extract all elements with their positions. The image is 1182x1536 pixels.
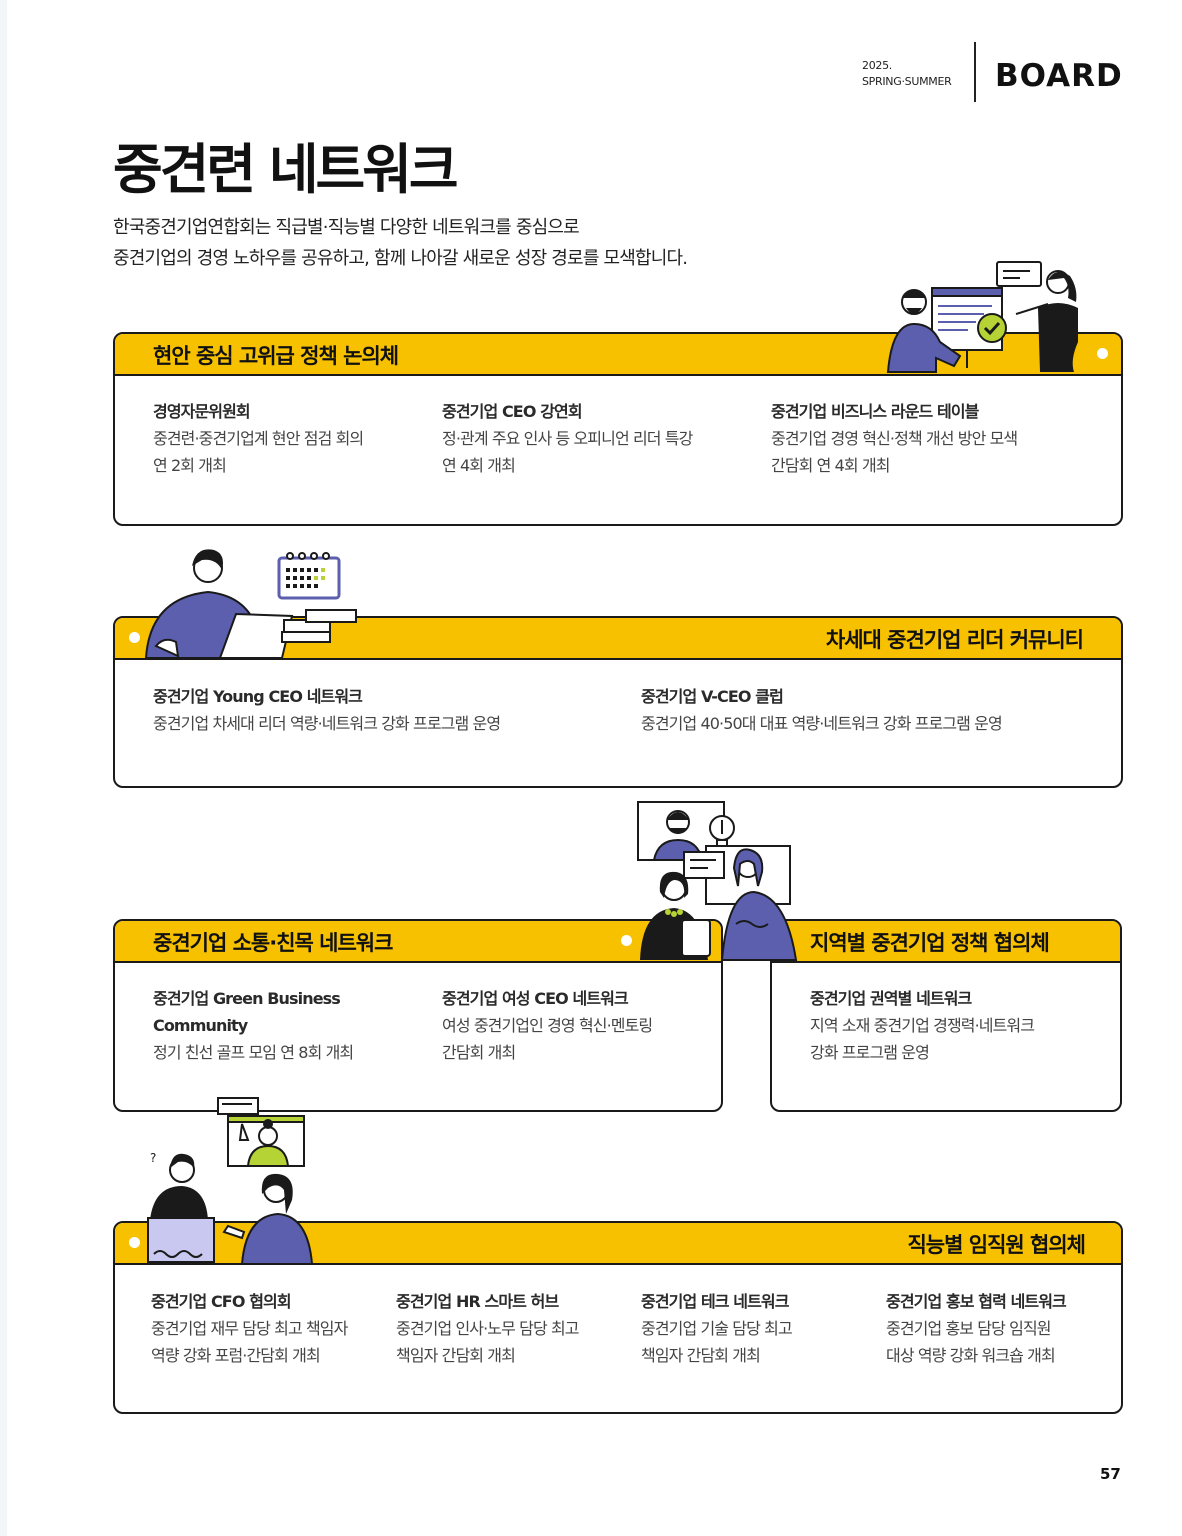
section-header-bar bbox=[115, 921, 721, 963]
intro-line: 중견기업의 경영 노하우를 공유하고, 함께 나아갈 새로운 성장 경로를 모색… bbox=[113, 248, 688, 269]
item-title: 중견기업 CFO 협의회 bbox=[151, 1292, 292, 1311]
item-desc: 중견기업 기술 담당 최고 bbox=[641, 1319, 793, 1338]
item-title: 중견기업 테크 네트워크 bbox=[641, 1292, 789, 1311]
item-desc: 대상 역량 강화 워크숍 개최 bbox=[886, 1346, 1056, 1365]
intro-line: 한국중견기업연합회는 직급별·직능별 다양한 네트워크를 중심으로 bbox=[113, 217, 580, 238]
network-item: 중견기업 CFO 협의회 중견기업 재무 담당 최고 책임자 역량 강화 포럼·… bbox=[151, 1288, 348, 1369]
network-item: 중견기업 Green Business Community 정기 친선 골프 모… bbox=[153, 985, 354, 1066]
item-desc: 여성 중견기업인 경영 혁신·멘토링 bbox=[442, 1016, 653, 1035]
network-item: 중견기업 Young CEO 네트워크 중견기업 차세대 리더 역량·네트워크 … bbox=[153, 683, 501, 737]
header-dot bbox=[129, 1237, 140, 1248]
network-item: 중견기업 HR 스마트 허브 중견기업 인사·노무 담당 최고 책임자 간담회 … bbox=[396, 1288, 579, 1369]
presentation-illustration bbox=[886, 261, 1078, 373]
item-title: 중견기업 Young CEO 네트워크 bbox=[153, 687, 363, 706]
item-title: Community bbox=[153, 1016, 248, 1035]
item-desc: 지역 소재 중견기업 경쟁력·네트워크 bbox=[810, 1016, 1035, 1035]
item-title: 중견기업 Green Business bbox=[153, 989, 341, 1008]
section-header-bar bbox=[772, 921, 1120, 963]
network-item: 중견기업 비즈니스 라운드 테이블 중견기업 경영 혁신·정책 개선 방안 모색… bbox=[771, 398, 1018, 479]
section-title: 차세대 중견기업 리더 커뮤니티 bbox=[825, 628, 1084, 652]
item-desc: 중견기업 인사·노무 담당 최고 bbox=[396, 1319, 579, 1338]
network-item: 중견기업 홍보 협력 네트워크 중견기업 홍보 담당 임직원 대상 역량 강화 … bbox=[886, 1288, 1067, 1369]
item-desc: 중견기업 재무 담당 최고 책임자 bbox=[151, 1319, 348, 1338]
network-item: 중견기업 V-CEO 클럽 중견기업 40·50대 대표 역량·네트워크 강화 … bbox=[641, 683, 1003, 737]
online-meeting-illustration bbox=[637, 801, 798, 961]
header-dot bbox=[129, 632, 140, 643]
section-title: 현안 중심 고위급 정책 논의체 bbox=[153, 344, 399, 368]
section-title: 직능별 임직원 협의체 bbox=[907, 1233, 1086, 1257]
network-item: 경영자문위원회 중견련·중견기업계 현안 점검 회의 연 2회 개최 bbox=[153, 398, 364, 479]
item-title: 중견기업 비즈니스 라운드 테이블 bbox=[771, 402, 979, 421]
item-title: 중견기업 여성 CEO 네트워크 bbox=[442, 989, 629, 1008]
item-title: 중견기업 V-CEO 클럽 bbox=[641, 687, 784, 706]
page-edge-strip bbox=[0, 0, 7, 1536]
network-item: 중견기업 권역별 네트워크 지역 소재 중견기업 경쟁력·네트워크 강화 프로그… bbox=[810, 985, 1035, 1066]
item-title: 중견기업 CEO 강연회 bbox=[442, 402, 583, 421]
section-card-regional: 지역별 중견기업 정책 협의체 중견기업 권역별 네트워크 지역 소재 중견기업… bbox=[770, 919, 1122, 1112]
item-desc: 정·관계 주요 인사 등 오피니언 리더 특강 bbox=[442, 429, 693, 448]
item-desc: 간담회 개최 bbox=[442, 1043, 516, 1062]
section-label: BOARD bbox=[995, 58, 1123, 94]
network-item: 중견기업 테크 네트워크 중견기업 기술 담당 최고 책임자 간담회 개최 bbox=[641, 1288, 793, 1369]
section-title: 중견기업 소통·친목 네트워크 bbox=[153, 931, 393, 955]
issue-season: SPRING·SUMMER bbox=[862, 75, 952, 88]
page-title: 중견련 네트워크 bbox=[113, 138, 459, 201]
section-card-social: 중견기업 소통·친목 네트워크 중견기업 Green Business Comm… bbox=[113, 919, 723, 1112]
item-desc: 간담회 연 4회 개최 bbox=[771, 456, 890, 475]
item-title: 경영자문위원회 bbox=[153, 402, 251, 421]
issue-year: 2025. bbox=[862, 59, 892, 72]
network-item: 중견기업 CEO 강연회 정·관계 주요 인사 등 오피니언 리더 특강 연 4… bbox=[442, 398, 693, 479]
item-desc: 중견기업 홍보 담당 임직원 bbox=[886, 1319, 1051, 1338]
laptop-calendar-illustration bbox=[144, 549, 357, 659]
page-number: 57 bbox=[1100, 1465, 1121, 1483]
intro-text: 한국중견기업연합회는 직급별·직능별 다양한 네트워크를 중심으로 중견기업의 … bbox=[113, 212, 688, 274]
item-desc: 책임자 간담회 개최 bbox=[641, 1346, 761, 1365]
issue-label: 2025. SPRING·SUMMER bbox=[862, 58, 952, 90]
item-title: 중견기업 HR 스마트 허브 bbox=[396, 1292, 559, 1311]
item-desc: 책임자 간담회 개최 bbox=[396, 1346, 516, 1365]
header-dot bbox=[1097, 348, 1108, 359]
section-title: 지역별 중견기업 정책 협의체 bbox=[810, 931, 1050, 955]
item-desc: 중견기업 40·50대 대표 역량·네트워크 강화 프로그램 운영 bbox=[641, 714, 1003, 733]
item-desc: 역량 강화 포럼·간담회 개최 bbox=[151, 1346, 321, 1365]
item-title: 중견기업 홍보 협력 네트워크 bbox=[886, 1292, 1067, 1311]
item-desc: 연 2회 개최 bbox=[153, 456, 227, 475]
item-desc: 중견기업 경영 혁신·정책 개선 방안 모색 bbox=[771, 429, 1018, 448]
item-desc: 중견련·중견기업계 현안 점검 회의 bbox=[153, 429, 364, 448]
item-desc: 정기 친선 골프 모임 연 8회 개최 bbox=[153, 1043, 354, 1062]
item-desc: 연 4회 개최 bbox=[442, 456, 516, 475]
svg-text:?: ? bbox=[150, 1151, 156, 1165]
discussion-illustration: ? bbox=[147, 1097, 314, 1265]
item-title: 중견기업 권역별 네트워크 bbox=[810, 989, 972, 1008]
item-desc: 강화 프로그램 운영 bbox=[810, 1043, 930, 1062]
header-dot bbox=[621, 935, 632, 946]
masthead-divider bbox=[974, 42, 976, 102]
network-item: 중견기업 여성 CEO 네트워크 여성 중견기업인 경영 혁신·멘토링 간담회 … bbox=[442, 985, 653, 1066]
item-desc: 중견기업 차세대 리더 역량·네트워크 강화 프로그램 운영 bbox=[153, 714, 501, 733]
